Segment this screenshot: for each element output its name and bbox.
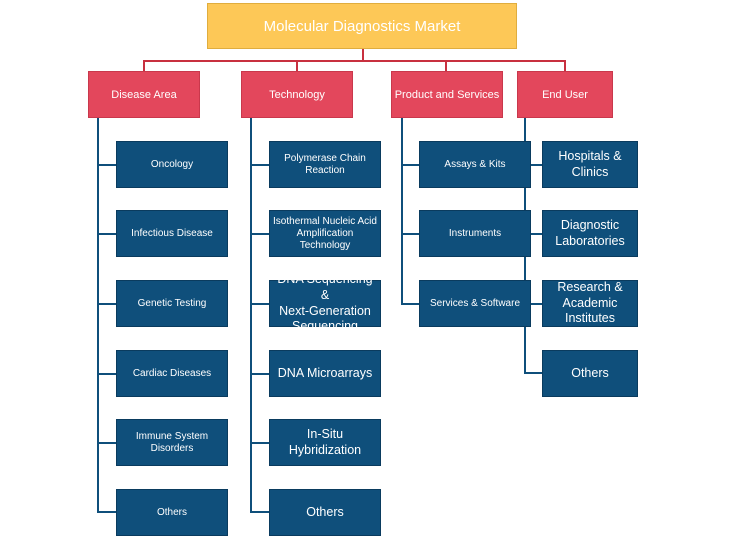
leaf-node: DNA Sequencing & Next-Generation Sequenc… [269, 272, 381, 333]
leaf-node: Infectious Disease [116, 210, 228, 257]
category-label: End User [542, 88, 588, 101]
leaf-label: Hospitals & Clinics [558, 148, 622, 179]
technology-branch [250, 164, 270, 166]
disease-area-branch [97, 303, 117, 305]
leaf-label: Others [156, 506, 187, 518]
leaf-node: In-Situ Hybridization [269, 419, 381, 466]
disease-area-branch [97, 511, 117, 513]
leaf-node: Others [269, 489, 381, 536]
leaf-label: Instruments [448, 227, 502, 239]
stem-technology [296, 60, 298, 71]
leaf-node: Isothermal Nucleic Acid Amplification Te… [269, 210, 381, 257]
leaf-label: Isothermal Nucleic Acid Amplification Te… [273, 215, 377, 251]
product-services-branch [401, 303, 421, 305]
leaf-node: Oncology [116, 141, 228, 188]
category-technology: Technology [241, 71, 353, 118]
leaf-label: Others [306, 504, 344, 519]
category-end-user: End User [517, 71, 613, 118]
leaf-label: DNA Microarrays [277, 365, 373, 380]
root-node: Molecular Diagnostics Market [207, 3, 517, 49]
disease-area-branch [97, 373, 117, 375]
leaf-node: Instruments [419, 210, 531, 257]
leaf-node: Research & Academic Institutes [542, 280, 638, 327]
root-horizontal-line [143, 60, 565, 62]
leaf-label: Others [571, 365, 609, 380]
leaf-label: Research & Academic Institutes [557, 280, 623, 326]
leaf-label: Polymerase Chain Reaction [284, 152, 366, 176]
leaf-label: DNA Sequencing & Next-Generation Sequenc… [277, 272, 373, 334]
product-services-branch [401, 164, 421, 166]
leaf-label: Services & Software [429, 297, 521, 309]
leaf-node: Assays & Kits [419, 141, 531, 188]
category-label: Product and Services [394, 88, 500, 101]
leaf-node: Hospitals & Clinics [542, 141, 638, 188]
leaf-label: Oncology [150, 158, 194, 170]
stem-disease-area [143, 60, 145, 71]
disease-area-branch [97, 442, 117, 444]
product-services-branch [401, 233, 421, 235]
leaf-node: Services & Software [419, 280, 531, 327]
leaf-label: Diagnostic Laboratories [555, 217, 625, 248]
leaf-label: Cardiac Diseases [132, 367, 212, 379]
disease-area-branch [97, 164, 117, 166]
end-user-branch [524, 372, 544, 374]
stem-end-user [564, 60, 566, 71]
leaf-label: Immune System Disorders [135, 430, 209, 454]
leaf-node: Polymerase Chain Reaction [269, 141, 381, 188]
category-label: Disease Area [111, 88, 177, 101]
leaf-label: In-Situ Hybridization [288, 426, 362, 457]
leaf-label: Genetic Testing [137, 297, 207, 309]
disease-area-trunk [97, 118, 99, 513]
technology-branch [250, 373, 270, 375]
leaf-label: Infectious Disease [131, 227, 213, 239]
leaf-node: Others [116, 489, 228, 536]
leaf-node: Cardiac Diseases [116, 350, 228, 397]
stem-product-services [445, 60, 447, 71]
product-services-trunk [401, 118, 403, 305]
technology-branch [250, 303, 270, 305]
technology-trunk [250, 118, 252, 513]
category-disease-area: Disease Area [88, 71, 200, 118]
leaf-node: Diagnostic Laboratories [542, 210, 638, 257]
end-user-branch [524, 164, 544, 166]
category-label: Technology [269, 88, 325, 101]
leaf-label: Assays & Kits [444, 158, 506, 170]
root-node-label: Molecular Diagnostics Market [263, 17, 461, 35]
leaf-node: Genetic Testing [116, 280, 228, 327]
technology-branch [250, 442, 270, 444]
end-user-branch [524, 303, 544, 305]
technology-branch [250, 511, 270, 513]
leaf-node: DNA Microarrays [269, 350, 381, 397]
disease-area-branch [97, 233, 117, 235]
category-product-services: Product and Services [391, 71, 503, 118]
end-user-branch [524, 233, 544, 235]
leaf-node: Immune System Disorders [116, 419, 228, 466]
leaf-node: Others [542, 350, 638, 397]
technology-branch [250, 233, 270, 235]
root-stem-line [362, 49, 364, 61]
